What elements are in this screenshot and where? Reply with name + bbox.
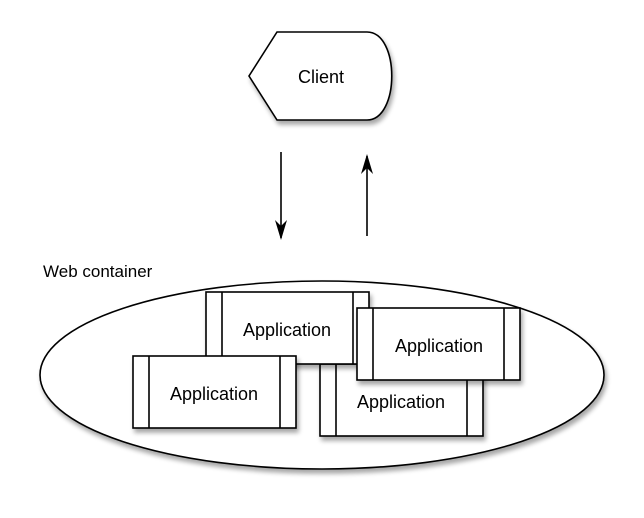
application-label: Application (170, 384, 258, 404)
client-shape (248, 31, 393, 121)
application-box (356, 307, 521, 381)
client-node (248, 31, 393, 121)
application-box (132, 355, 297, 429)
request-arrow (275, 152, 287, 240)
application-label: Application (357, 392, 445, 412)
container-label: Web container (43, 262, 153, 281)
application-label: Application (243, 320, 331, 340)
response-arrow (361, 154, 373, 236)
client-label: Client (298, 67, 344, 87)
application-label: Application (395, 336, 483, 356)
